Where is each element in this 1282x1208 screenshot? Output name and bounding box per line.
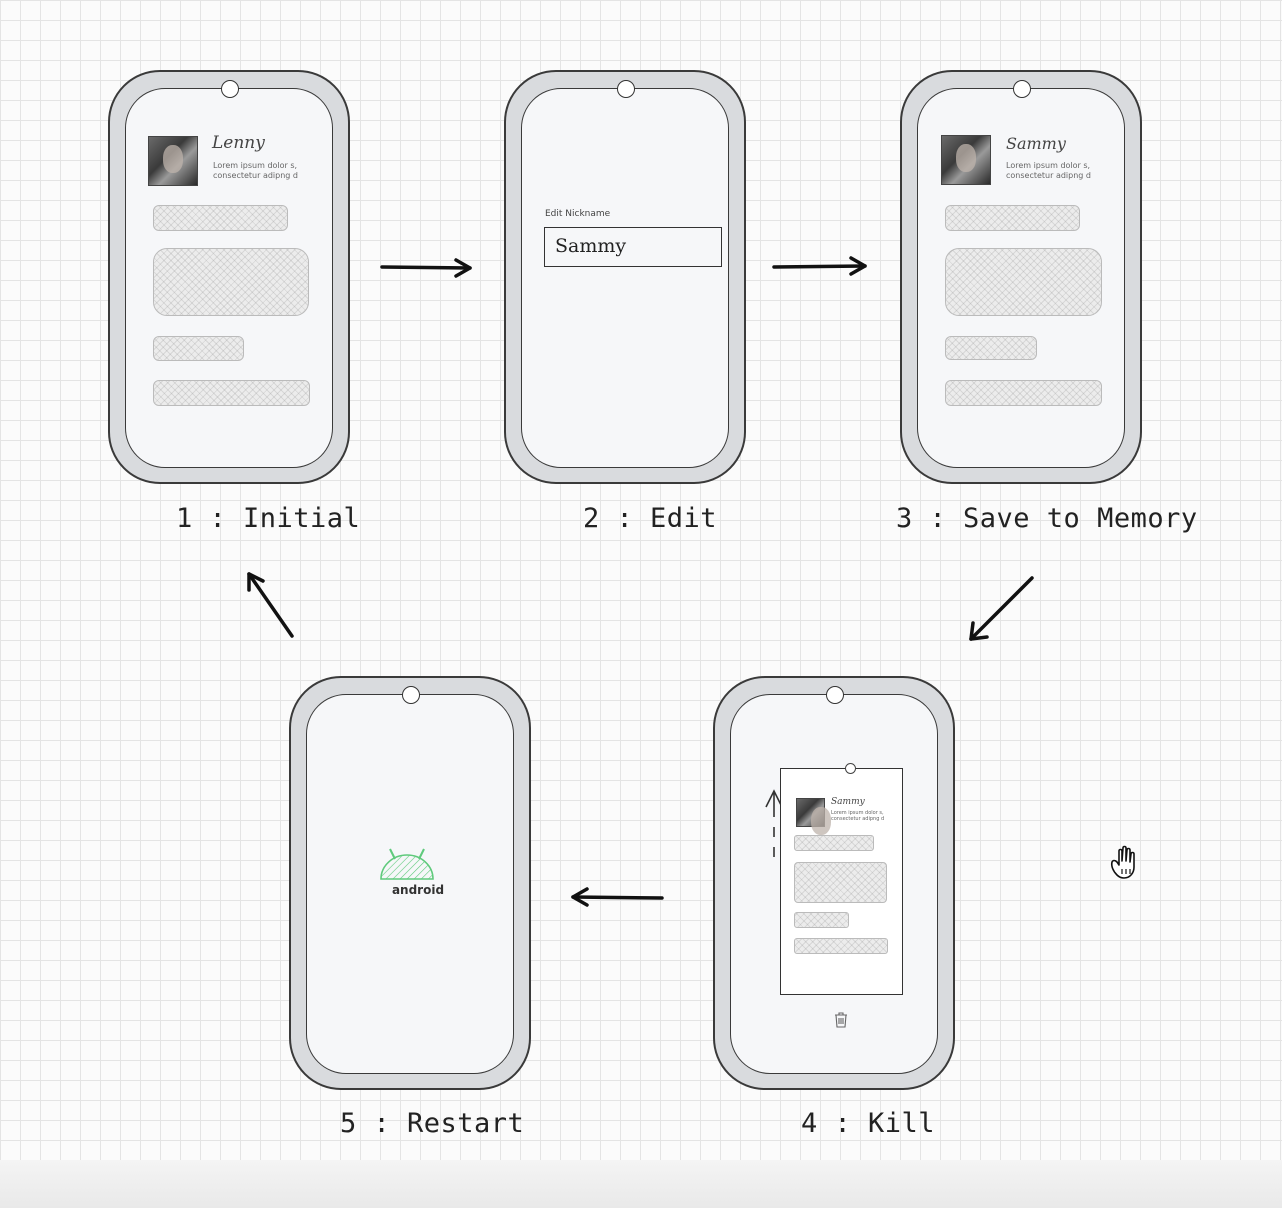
arrow-kill-to-restart <box>573 889 662 905</box>
arrow-restart-to-initial <box>249 574 292 636</box>
hand-cursor-icon <box>1108 845 1142 881</box>
phone-notch <box>221 80 239 98</box>
phone-notch <box>826 686 844 704</box>
arrow-edit-to-save <box>774 258 865 274</box>
phone-notch <box>617 80 635 98</box>
phone-notch <box>402 686 420 704</box>
arrow-initial-to-edit <box>382 260 470 276</box>
phone-notch <box>1013 80 1031 98</box>
arrow-save-to-kill <box>971 578 1032 639</box>
